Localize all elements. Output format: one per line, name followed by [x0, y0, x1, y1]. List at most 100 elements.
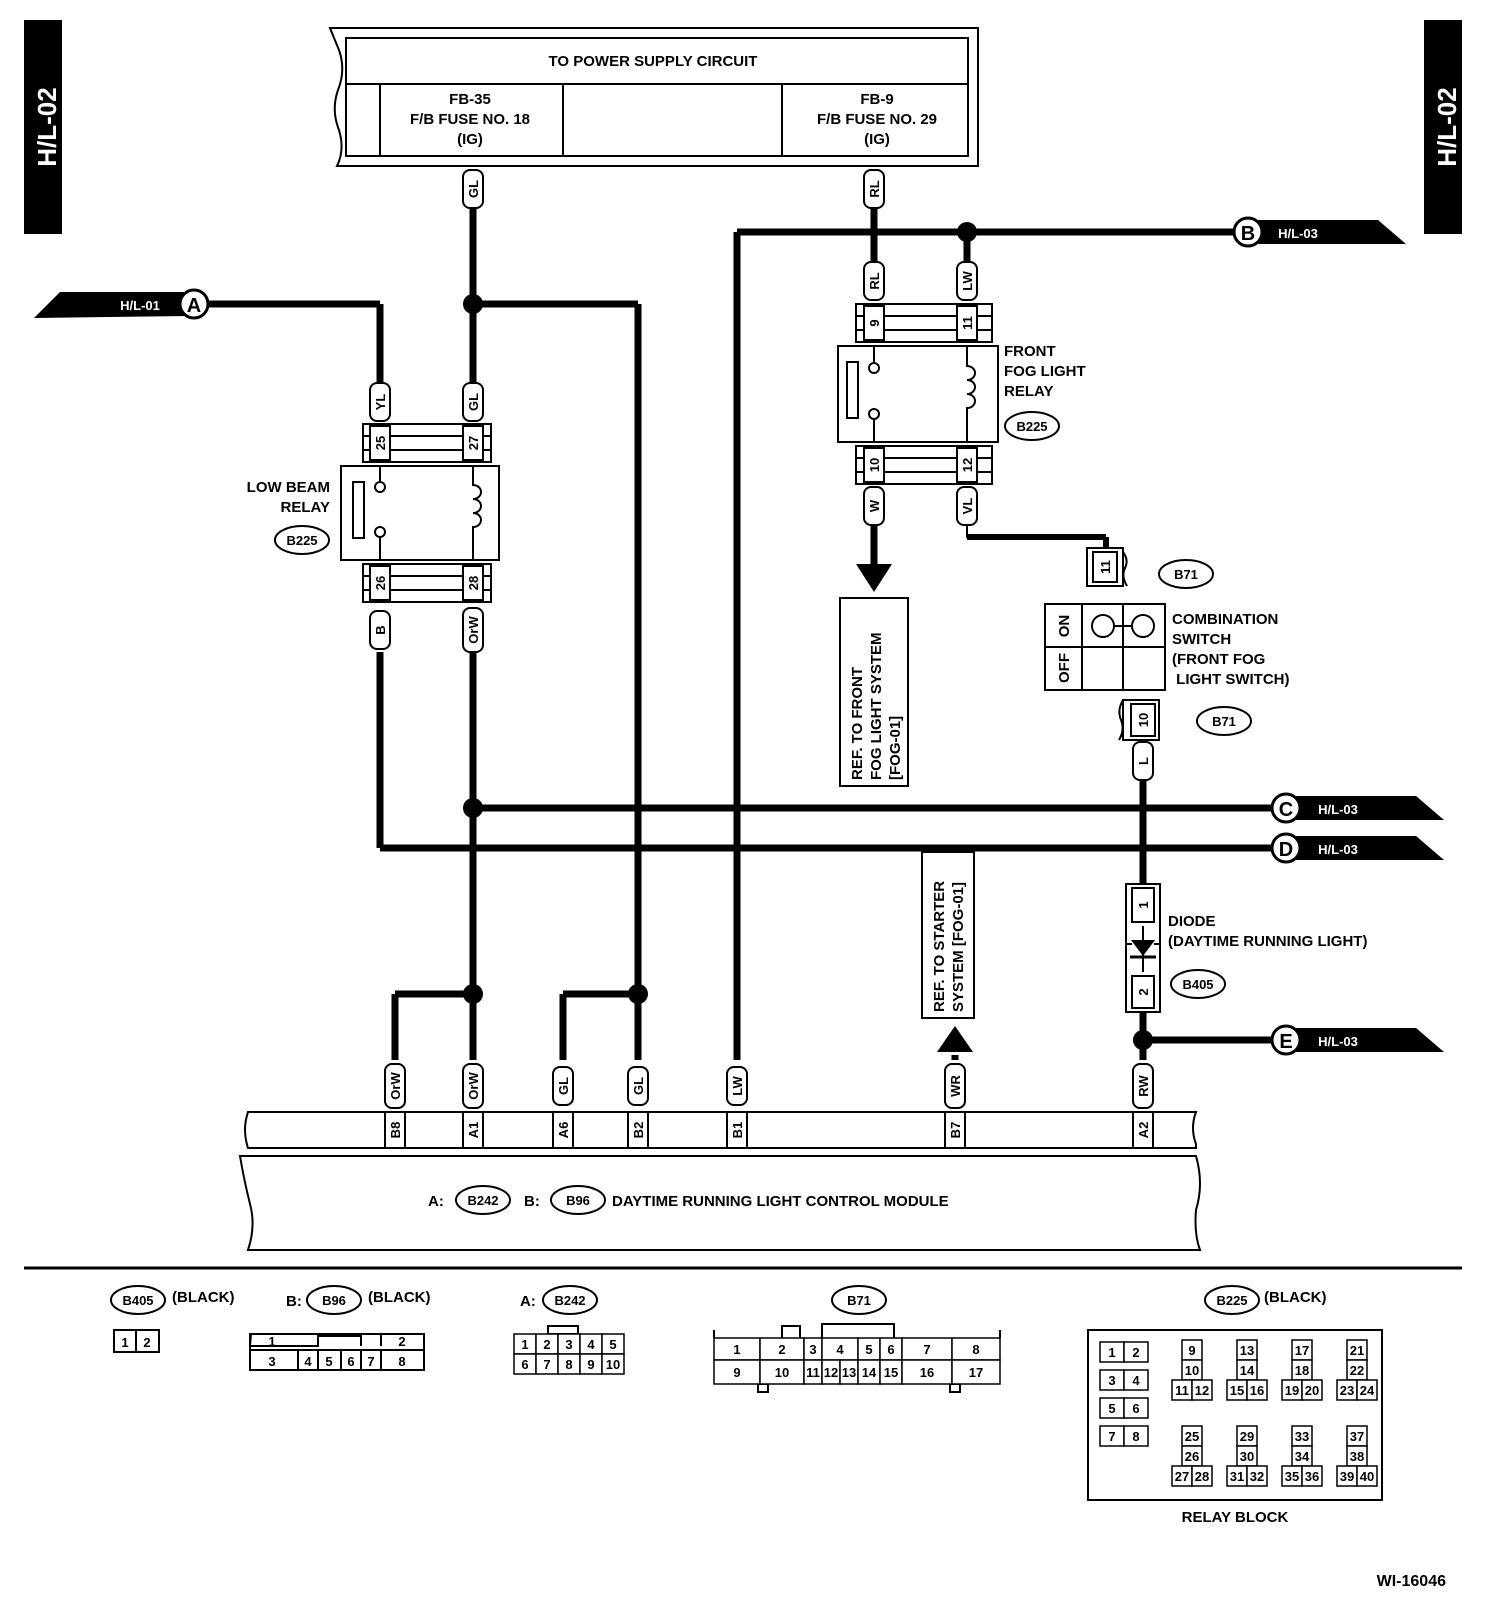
- relay-pin-4-cell: [1123, 1369, 1149, 1391]
- wire-tag-rl-fog-text: RL: [867, 272, 882, 289]
- diode-label-2: (DAYTIME RUNNING LIGHT): [1168, 933, 1367, 950]
- b242-pin-6: 6: [521, 1357, 528, 1372]
- module-terminal-b2-label: B2: [631, 1122, 646, 1139]
- ref-fog-line3: [FOG-01]: [887, 716, 904, 780]
- fog-relay-label-2: FOG LIGHT: [1004, 363, 1086, 380]
- b242-pin-8: 8: [565, 1357, 572, 1372]
- wire-tag-orw-b8-text: OrW: [388, 1072, 403, 1100]
- relay-pin-8: 8: [1132, 1429, 1139, 1444]
- low-beam-relay: 25 27 26 28 LOW BEAM RELAY B225: [247, 423, 500, 603]
- relay-pin-2: 2: [1132, 1345, 1139, 1360]
- b242-pin-1: 1: [521, 1337, 528, 1352]
- wire-tag-lw-b1-text: LW: [730, 1076, 745, 1096]
- low-beam-pin-28: 28: [466, 576, 481, 590]
- low-beam-label-1: LOW BEAM: [247, 479, 330, 496]
- b405-pin-2: 2: [143, 1335, 150, 1350]
- ref-starter-line2: SYSTEM [FOG-01]: [950, 882, 967, 1012]
- switch-connector-bottom: B71: [1212, 714, 1236, 729]
- b71-pin-14: 14: [862, 1365, 877, 1380]
- b71-pin-3: 3: [809, 1342, 816, 1357]
- offpage-connector-e: H/L-03 E: [1270, 1024, 1444, 1056]
- relay-pin-9: 9: [1188, 1343, 1195, 1358]
- side-tab-right-label: H/L-02: [1432, 87, 1462, 166]
- b242-pin-7: 7: [543, 1357, 550, 1372]
- drl-control-module: B8 A1 A6 B2 B1 B7 A2 A: B242 B: B96 DAYT…: [238, 1111, 1202, 1251]
- wire-tag-gl-top-text: GL: [466, 180, 481, 198]
- side-tab-left: H/L-02: [24, 20, 62, 234]
- switch-label-1: COMBINATION: [1172, 611, 1278, 628]
- offpage-connector-d: H/L-03 D: [1270, 832, 1444, 864]
- offpage-c-letter: C: [1279, 799, 1293, 821]
- relay-pin-4: 4: [1132, 1373, 1140, 1388]
- power-supply-box: TO POWER SUPPLY CIRCUIT FB-35 F/B FUSE N…: [328, 27, 979, 167]
- offpage-e-ref: H/L-03: [1318, 1034, 1358, 1049]
- figure-id: WI-16046: [1377, 1573, 1446, 1590]
- wire-tag-orw-relay-text: OrW: [466, 616, 481, 644]
- fog-relay-pin-9: 9: [867, 319, 882, 326]
- relay-pin-24: 24: [1360, 1383, 1375, 1398]
- relay-pin-1: 1: [1108, 1345, 1115, 1360]
- wire-tag-l-text: L: [1136, 757, 1151, 765]
- offpage-connector-b: H/L-03 B: [1232, 216, 1406, 248]
- connector-view-b96: B: B96 (BLACK) 1 2 3 4 5 6 7 8: [248, 1285, 430, 1371]
- diode-label-1: DIODE: [1168, 913, 1216, 930]
- module-terminal-a1: A1: [462, 1111, 484, 1149]
- wire-tag-gl-relay: GL: [462, 382, 484, 422]
- wire-tag-rw-text: RW: [1136, 1075, 1151, 1097]
- relay-pin-25: 25: [1185, 1429, 1199, 1444]
- relay-pin-40-cell: [1356, 1465, 1378, 1487]
- module-terminal-b8-label: B8: [388, 1122, 403, 1139]
- fog-relay-pin-10: 10: [867, 458, 882, 472]
- wire-tag-orw-b8: OrW: [384, 1063, 406, 1109]
- wire-tag-gl-a6: GL: [552, 1066, 574, 1106]
- wire-tag-orw-a1-text: OrW: [466, 1072, 481, 1100]
- b71-pin-4: 4: [836, 1342, 844, 1357]
- b96-prefix: B:: [286, 1293, 302, 1310]
- b71-pin-9: 9: [733, 1365, 740, 1380]
- relay-pin-32: 32: [1250, 1469, 1264, 1484]
- relay-pin-38: 38: [1350, 1449, 1364, 1464]
- switch-label-3: (FRONT FOG: [1172, 651, 1265, 668]
- fuse-right-line1: FB-9: [860, 91, 893, 108]
- relay-pin-23: 23: [1340, 1383, 1354, 1398]
- relay-pin-6-cell: [1123, 1397, 1149, 1419]
- connector-view-b405: B405 (BLACK) 1 2: [110, 1285, 234, 1353]
- module-terminal-b8: B8: [384, 1111, 406, 1149]
- wire-tag-b-text: B: [373, 625, 388, 634]
- b71-pin-1: 1: [733, 1342, 740, 1357]
- switch-on-label: ON: [1056, 615, 1073, 638]
- b242-pin-10: 10: [606, 1357, 620, 1372]
- b242-pin-4: 4: [587, 1337, 595, 1352]
- low-beam-pin-27: 27: [466, 436, 481, 450]
- module-terminal-b7: B7: [944, 1111, 966, 1149]
- b71-pin-2: 2: [778, 1342, 785, 1357]
- wire-tag-lw-b1: LW: [726, 1066, 748, 1106]
- relay-pin-14: 14: [1240, 1363, 1255, 1378]
- switch-connector-top: B71: [1174, 567, 1198, 582]
- relay-pin-37: 37: [1350, 1429, 1364, 1444]
- ref-fog-line2: FOG LIGHT SYSTEM: [868, 632, 885, 780]
- relay-pin-16-cell: [1246, 1379, 1268, 1401]
- wire-tag-lw-fog: LW: [956, 261, 978, 301]
- module-terminal-b1: B1: [726, 1111, 748, 1149]
- wire-tag-vl-text: VL: [960, 498, 975, 515]
- fog-relay-label-1: FRONT: [1004, 343, 1056, 360]
- low-beam-label-2: RELAY: [281, 499, 330, 516]
- b242-pin-5: 5: [609, 1337, 616, 1352]
- relay-pin-33: 33: [1295, 1429, 1309, 1444]
- b71-name: B71: [847, 1293, 871, 1308]
- wire-tag-yl-text: YL: [373, 394, 388, 411]
- wire-tag-w-text: W: [867, 499, 882, 512]
- b71-pin-16-cell: [901, 1359, 953, 1385]
- relay-pin-3: 3: [1108, 1373, 1115, 1388]
- low-beam-connector: B225: [286, 533, 317, 548]
- relay-pin-10: 10: [1185, 1363, 1199, 1378]
- relay-pin-40: 40: [1360, 1469, 1374, 1484]
- b71-pin-16: 16: [920, 1365, 934, 1380]
- offpage-d-ref: H/L-03: [1318, 842, 1358, 857]
- module-terminal-b2: B2: [627, 1111, 649, 1149]
- b242-name: B242: [554, 1293, 585, 1308]
- side-tab-right: H/L-02: [1424, 20, 1462, 234]
